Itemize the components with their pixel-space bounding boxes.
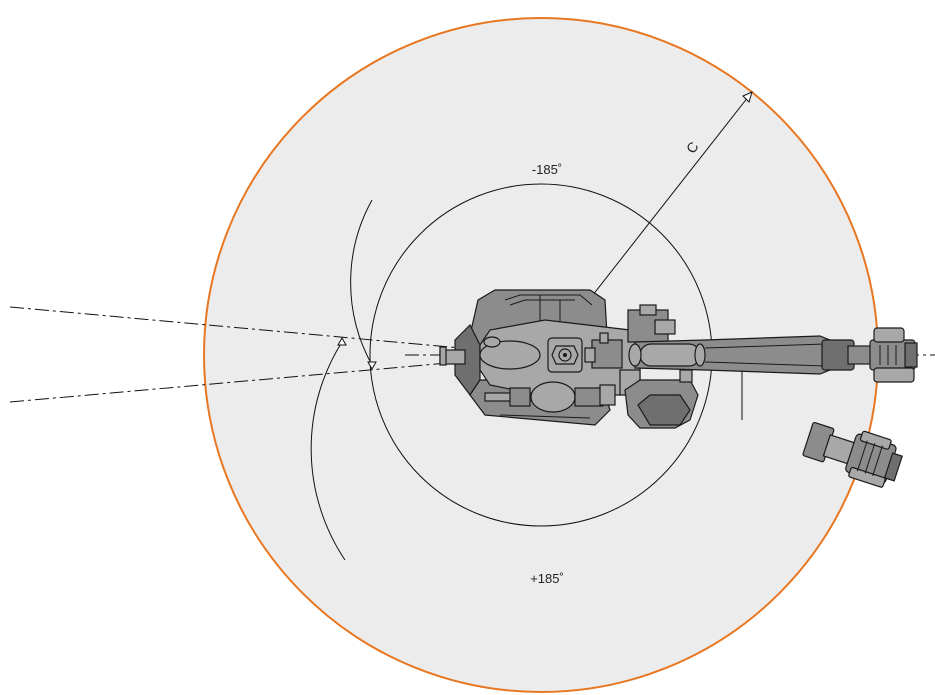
robot-arm-cylinder xyxy=(639,343,701,367)
arrow-head-left-2 xyxy=(367,361,377,371)
robot-turret-dome xyxy=(479,340,541,370)
radius-arrow-head xyxy=(742,91,753,103)
robot-tool-alternate-position xyxy=(802,421,903,488)
robot-shoulder-block xyxy=(591,339,623,369)
robot-top-view xyxy=(439,289,918,429)
label-top-angle: -185˚ xyxy=(532,162,562,177)
label-bottom-angle: +185˚ xyxy=(530,571,564,586)
arc-lower-left xyxy=(310,341,346,561)
arrow-head-left-1 xyxy=(337,336,347,346)
robot-lower-motor xyxy=(530,381,576,413)
arc-upper-left xyxy=(350,199,373,366)
